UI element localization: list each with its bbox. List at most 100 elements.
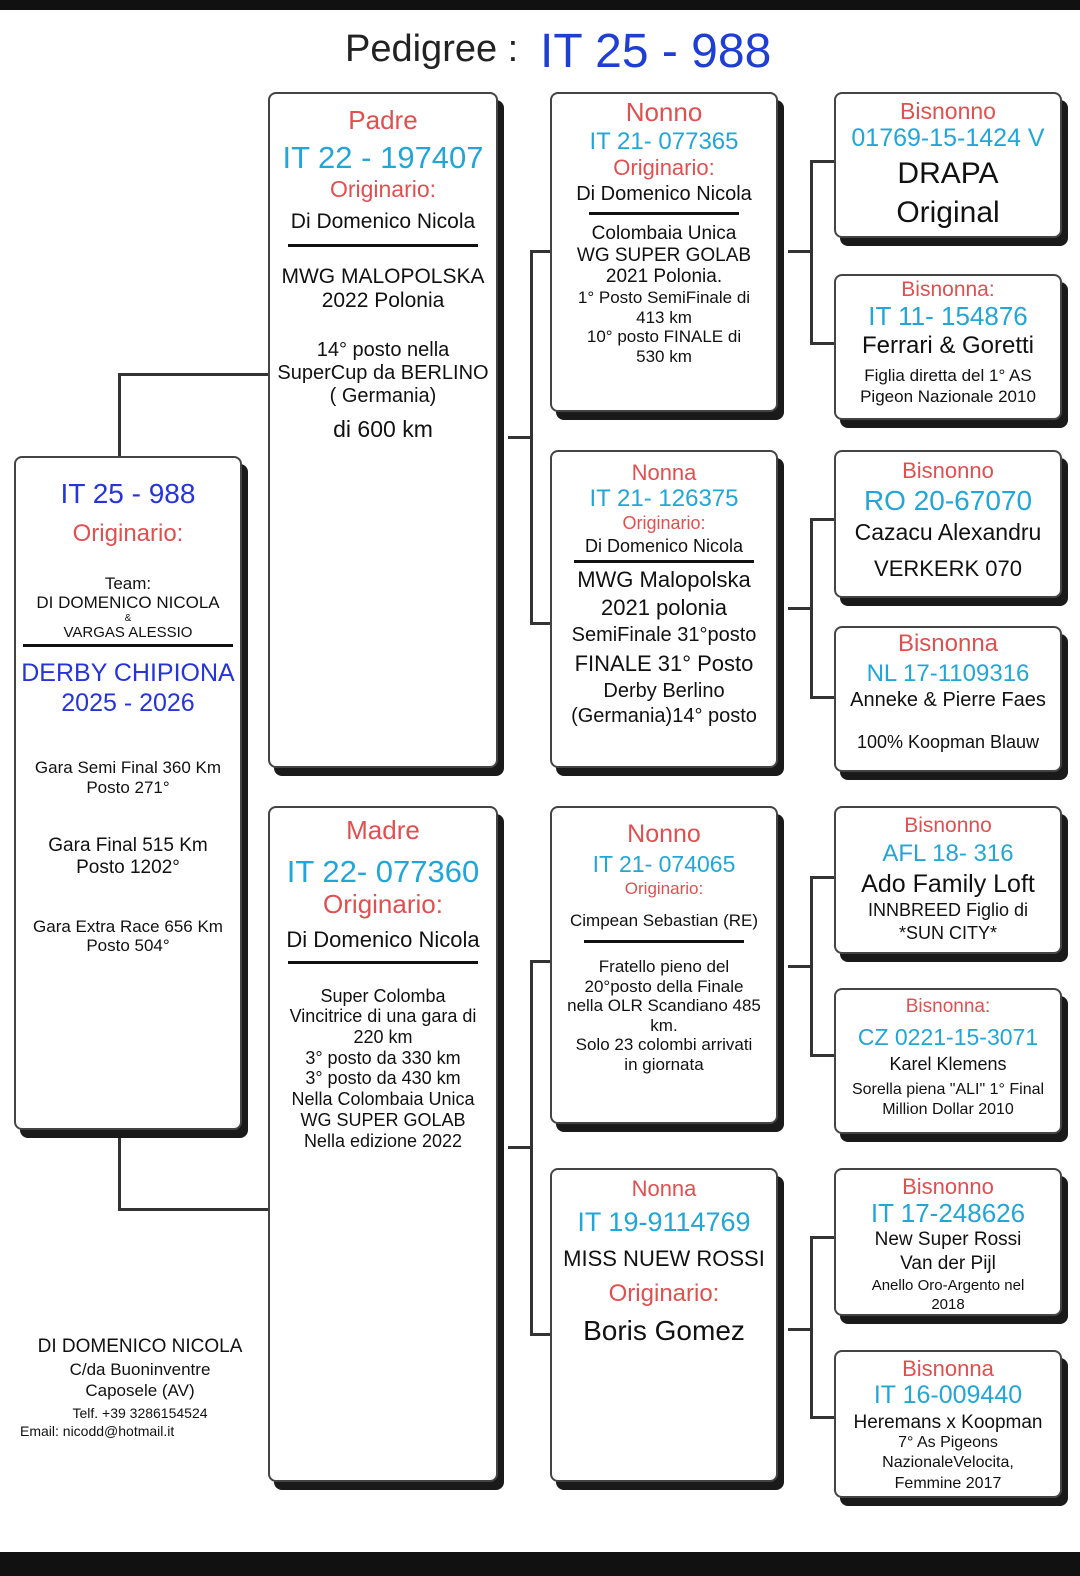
- detail-line: *SUN CITY*: [898, 923, 997, 944]
- connector-line: [530, 622, 552, 625]
- note-line: 530 km: [636, 346, 692, 366]
- breeder-name: Di Domenico Nicola: [290, 209, 476, 233]
- detail-line: DRAPA: [897, 157, 999, 191]
- detail-line: 7° As Pigeons: [898, 1433, 998, 1451]
- role-label: Bisnonno: [904, 814, 992, 837]
- note-line: in giornata: [624, 1055, 704, 1075]
- note-line: WG SUPER GOLAB: [300, 1109, 466, 1130]
- role-label: Bisnonna: [897, 630, 999, 657]
- role-label: Nonno: [625, 97, 703, 127]
- breeder-name: Di Domenico Nicola: [286, 927, 480, 953]
- origin-label: Originario:: [608, 1279, 720, 1307]
- contact-address: Caposele (AV): [85, 1381, 195, 1401]
- origin-label: Originario:: [622, 512, 706, 533]
- grandfather-maternal-card: Nonno IT 21- 074065 Originario: Cimpean …: [550, 806, 778, 1124]
- header-label: Pedigree :: [345, 28, 519, 70]
- connector-line: [810, 518, 836, 521]
- ring-id: IT 22 - 197407: [282, 139, 484, 175]
- detail-line: 2018: [931, 1296, 965, 1314]
- role-label: Nonno: [627, 820, 701, 848]
- connector-line: [810, 1416, 836, 1419]
- note-line: km.: [650, 1015, 678, 1035]
- detail-line: Karel Klemens: [889, 1054, 1007, 1075]
- connector-line: [530, 250, 533, 624]
- detail-line: INNBREED Figlio di: [867, 900, 1029, 921]
- subject-card: IT 25 - 988 Originario: Team: DI DOMENIC…: [14, 456, 242, 1130]
- connector-line: [508, 436, 532, 439]
- connector-line: [810, 876, 813, 1056]
- ring-id: IT 17-248626: [870, 1198, 1026, 1229]
- breeder-name: Boris Gomez: [583, 1315, 745, 1347]
- connector-line: [788, 607, 812, 610]
- connector-line: [118, 1138, 121, 1210]
- detail-line: Anneke & Pierre Faes: [850, 689, 1046, 712]
- origin-label: Originario:: [613, 155, 715, 181]
- event-season: 2025 - 2026: [61, 689, 195, 718]
- page-header: Pedigree : IT 25 - 988: [0, 14, 1080, 78]
- note-line: 2021 Polonia.: [605, 266, 723, 288]
- note-line: 2022 Polonia: [321, 289, 445, 313]
- contact-address: C/da Buoninventre: [69, 1359, 211, 1379]
- top-bar: [0, 0, 1080, 10]
- role-label: Bisnonno: [900, 98, 996, 124]
- ring-id: IT 22- 077360: [286, 853, 480, 889]
- note-line: SuperCup da BERLINO: [277, 362, 489, 385]
- note-line: 10° posto FINALE di: [586, 327, 742, 347]
- note-line: 220 km: [353, 1027, 413, 1048]
- role-label: Bisnonna:: [901, 278, 995, 301]
- detail-line: Figlia diretta del 1° AS: [864, 365, 1032, 385]
- header-ring-id: IT 25 - 988: [540, 25, 772, 78]
- ring-id: 01769-15-1424 V: [851, 124, 1045, 153]
- role-label: Nonna: [631, 1176, 697, 1201]
- team-label: Team:: [104, 573, 152, 593]
- subject-origin-label: Originario:: [72, 520, 184, 548]
- origin-label: Originario:: [624, 879, 704, 899]
- detail-line: Ado Family Loft: [861, 869, 1035, 898]
- note-line: Nella Colombaia Unica: [291, 1089, 475, 1110]
- ring-id: IT 11- 154876: [868, 301, 1028, 332]
- great-grandfather-card: Bisnonno RO 20-67070 Cazacu Alexandru VE…: [834, 450, 1062, 598]
- great-grandfather-card: Bisnonno AFL 18- 316 Ado Family Loft INN…: [834, 806, 1062, 954]
- team-member: VARGAS ALESSIO: [63, 624, 193, 642]
- detail-line: New Super Rossi: [874, 1229, 1022, 1251]
- note-line: MWG Malopolska: [577, 567, 751, 593]
- race-result: Posto 504°: [86, 936, 170, 956]
- connector-line: [530, 960, 552, 963]
- divider: [574, 560, 754, 564]
- connector-line: [118, 373, 121, 457]
- note-line: Super Colomba: [320, 985, 446, 1006]
- connector-line: [508, 1146, 532, 1149]
- note-line: 2021 polonia: [600, 594, 727, 620]
- detail-line: 100% Koopman Blauw: [856, 732, 1040, 753]
- connector-line: [530, 960, 533, 1335]
- role-label: Madre: [346, 815, 420, 845]
- detail-line: Pigeon Nazionale 2010: [860, 387, 1036, 407]
- note-line: WG SUPER GOLAB: [576, 244, 752, 266]
- connector-line: [118, 1208, 270, 1211]
- note-line: 3° posto da 330 km: [305, 1047, 461, 1068]
- connector-line: [810, 876, 836, 879]
- connector-line: [810, 1236, 813, 1418]
- great-grandfather-card: Bisnonno 01769-15-1424 V DRAPA Original: [834, 92, 1062, 238]
- connector-line: [810, 518, 813, 698]
- contact-name: DI DOMENICO NICOLA: [37, 1336, 243, 1357]
- mother-card: Madre IT 22- 077360 Originario: Di Domen…: [268, 806, 498, 1482]
- note-line: Colombaia Unica: [591, 222, 737, 244]
- grandmother-paternal-card: Nonna IT 21- 126375 Originario: Di Domen…: [550, 450, 778, 768]
- note-line: Fratello pieno del: [598, 957, 730, 977]
- ring-id: IT 21- 074065: [592, 850, 736, 877]
- role-label: Nonna: [631, 460, 697, 485]
- divider: [589, 211, 739, 215]
- detail-line: VERKERK 070: [874, 555, 1022, 581]
- race-result: Gara Final 515 Km: [48, 835, 208, 857]
- detail-line: Original: [896, 195, 1000, 229]
- event-name: DERBY CHIPIONA: [21, 658, 235, 687]
- ring-id: AFL 18- 316: [882, 840, 1014, 868]
- note-line: FINALE 31° Posto: [574, 650, 754, 676]
- subject-ring-id: IT 25 - 988: [60, 478, 196, 509]
- ring-id: IT 21- 077365: [589, 127, 739, 155]
- note-line: 14° posto nella: [316, 339, 450, 362]
- contact-phone: Telf. +39 3286154524: [72, 1404, 208, 1421]
- grandfather-paternal-card: Nonno IT 21- 077365 Originario: Di Domen…: [550, 92, 778, 412]
- note-line: SemiFinale 31°posto: [571, 623, 757, 646]
